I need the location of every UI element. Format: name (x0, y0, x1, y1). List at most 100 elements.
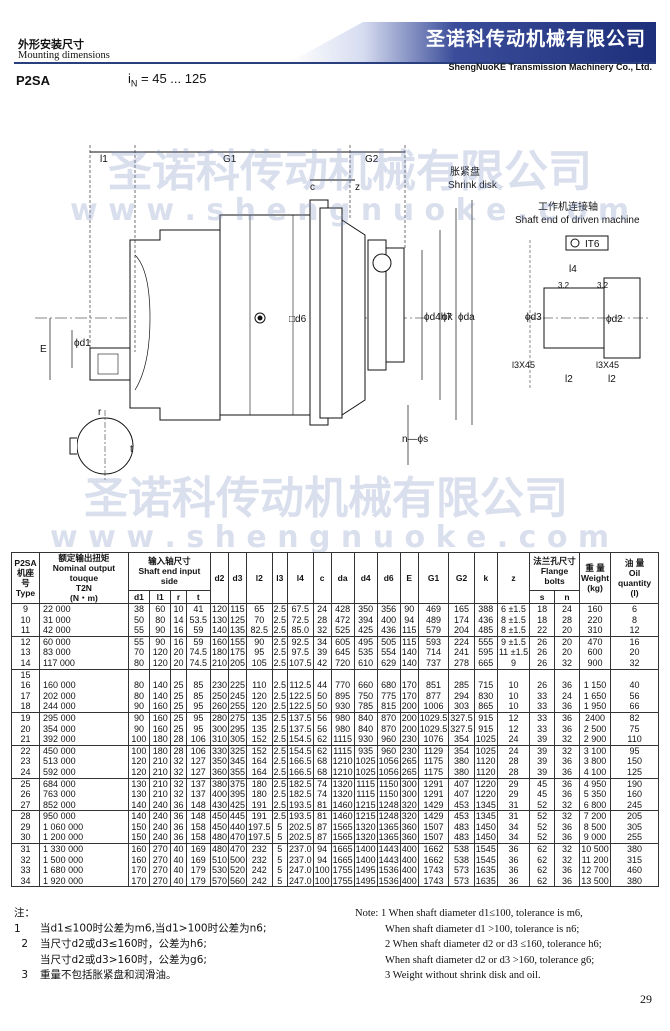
col-z: z (496, 552, 531, 604)
col-l3: l3 (271, 552, 289, 604)
cell-l3: 2.5 2.5 2.5 (271, 668, 289, 713)
cell-c: 56 56 62 (312, 711, 332, 746)
cell-s: 39 39 39 (529, 744, 556, 779)
cell-t2n: 450 000 513 000 592 000 (39, 744, 129, 779)
cell-g1: 1291 1291 1429 (417, 777, 450, 812)
cell-d4: 495 535 610 (353, 635, 378, 670)
cell-w: 1 150 1 650 1 950 (578, 668, 612, 713)
cell-r: 40 40 40 40 (170, 843, 187, 888)
svg-text:t: t (130, 444, 133, 455)
cell-l1: 270 270 270 270 (149, 843, 172, 888)
cell-k: 1545 1545 1635 1635 (473, 843, 498, 888)
cell-t: 41 53.5 59 (185, 603, 211, 637)
cell-n: 24 28 20 (554, 603, 580, 637)
cell-r: 16 20 20 (170, 635, 187, 670)
cell-d6: 1443 1443 1536 1536 (376, 843, 401, 888)
svg-text:ϕda: ϕda (458, 312, 475, 323)
cell-d1: 55 70 80 (127, 635, 151, 670)
cell-d6: 680 775 815 (376, 668, 401, 713)
cell-e: 170 170 200 (399, 668, 419, 713)
cell-d1: 160 160 170 170 (127, 843, 151, 888)
cell-l1: 60 80 90 (149, 603, 172, 637)
cell-e: 115 140 140 (399, 635, 419, 670)
cell-e: 400 400 400 400 (399, 843, 419, 888)
cell-n: 32 36 36 (554, 744, 580, 779)
cell-c: 81 87 87 (312, 810, 332, 845)
cell-type: 22 23 24 (10, 744, 41, 779)
cell-t: 106 127 127 (185, 744, 211, 779)
section-title-en: Mounting dimensions (18, 50, 110, 61)
cell-d6: 505 554 629 (376, 635, 401, 670)
cell-s: 33 33 39 (529, 711, 556, 746)
cell-g2: 407 407 453 (448, 777, 475, 812)
cell-k: 915 915 1025 (473, 711, 498, 746)
cell-z: 12 12 24 (496, 711, 531, 746)
cell-l2: 191 197.5 197.5 (246, 810, 273, 845)
cell-r: 36 36 36 (170, 810, 187, 845)
cell-g2: 354 380 380 (448, 744, 475, 779)
cell-k: 715 830 865 (473, 668, 498, 713)
cell-d3: 275 295 305 (227, 711, 248, 746)
cell-n: 36 36 32 (554, 777, 580, 812)
cell-l1: 160 160 180 (149, 711, 172, 746)
col-s: s (529, 589, 556, 605)
svg-text:l4: l4 (569, 264, 577, 275)
cell-t2n: 684 000 763 000 852 000 (39, 777, 129, 812)
cell-g1: 1429 1507 1507 (417, 810, 450, 845)
table-row: 15 16 17 18 160 000 202 000 244 000 80 8… (10, 668, 659, 713)
col-d2: d2 (209, 552, 229, 604)
ratio-label: iN = 45 ... 125 (128, 71, 207, 89)
cell-c: 44 50 50 (312, 668, 332, 713)
col-c: c (312, 552, 332, 604)
cell-l2: 180 180 191 (246, 777, 273, 812)
cell-l4: 112.5 122.5 122.5 (287, 668, 314, 713)
col-d3: d3 (227, 552, 248, 604)
cell-s: 26 33 33 (529, 668, 556, 713)
cell-w: 160 220 310 (578, 603, 612, 637)
watermark-en-2: w w w . s h e n g n u o k e . c o m (50, 520, 610, 555)
svg-text:Shaft end of driven machine: Shaft end of driven machine (515, 215, 640, 226)
col-r: r (170, 589, 187, 605)
cell-l2: 152 164 164 (246, 744, 273, 779)
svg-text:c: c (310, 182, 315, 193)
col-n: n (554, 589, 580, 605)
col-l4: l4 (287, 552, 314, 604)
table-subheader-row: d1 l1 r t s n (12, 589, 659, 605)
svg-text:z: z (355, 182, 360, 193)
cell-n: 32 36 36 (554, 810, 580, 845)
cell-oil: 16 20 32 (610, 635, 659, 670)
cell-type: 19 20 21 (10, 711, 41, 746)
cell-l3: 2.5 2.5 2.5 (271, 635, 289, 670)
cell-d4: 350 394 425 (353, 603, 378, 637)
cell-l2: 65 70 82.5 (246, 603, 273, 637)
cell-l3: 2.5 2.5 2.5 (271, 777, 289, 812)
svg-text:l3X45: l3X45 (596, 360, 619, 370)
cell-g2: 165 174 204 (448, 603, 475, 637)
cell-da: 605 645 720 (330, 635, 355, 670)
cell-oil: 82 75 110 (610, 711, 659, 746)
cell-type: 12 13 14 (10, 635, 41, 670)
cell-d4: 935 1025 1025 (353, 744, 378, 779)
cell-w: 4 950 5 350 6 800 (578, 777, 612, 812)
note-en-2: When shaft diameter d1 >100, tolerance i… (385, 923, 580, 935)
cell-oil: 95 150 125 (610, 744, 659, 779)
cell-d3: 155 175 205 (227, 635, 248, 670)
svg-text:l1: l1 (100, 154, 108, 165)
svg-text:ϕd2: ϕd2 (606, 314, 623, 325)
cell-d3: 375 395 425 (227, 777, 248, 812)
svg-text:胀紧盘: 胀紧盘 (450, 165, 480, 178)
cell-w: 7 200 8 500 9 000 (578, 810, 612, 845)
svg-text:G1: G1 (223, 154, 237, 165)
cell-l3: 2.5 5 5 (271, 810, 289, 845)
col-l1: l1 (149, 589, 172, 605)
cell-t: 148 158 158 (185, 810, 211, 845)
cell-w: 2400 2 500 2 900 (578, 711, 612, 746)
cell-r: 25 25 25 (170, 668, 187, 713)
